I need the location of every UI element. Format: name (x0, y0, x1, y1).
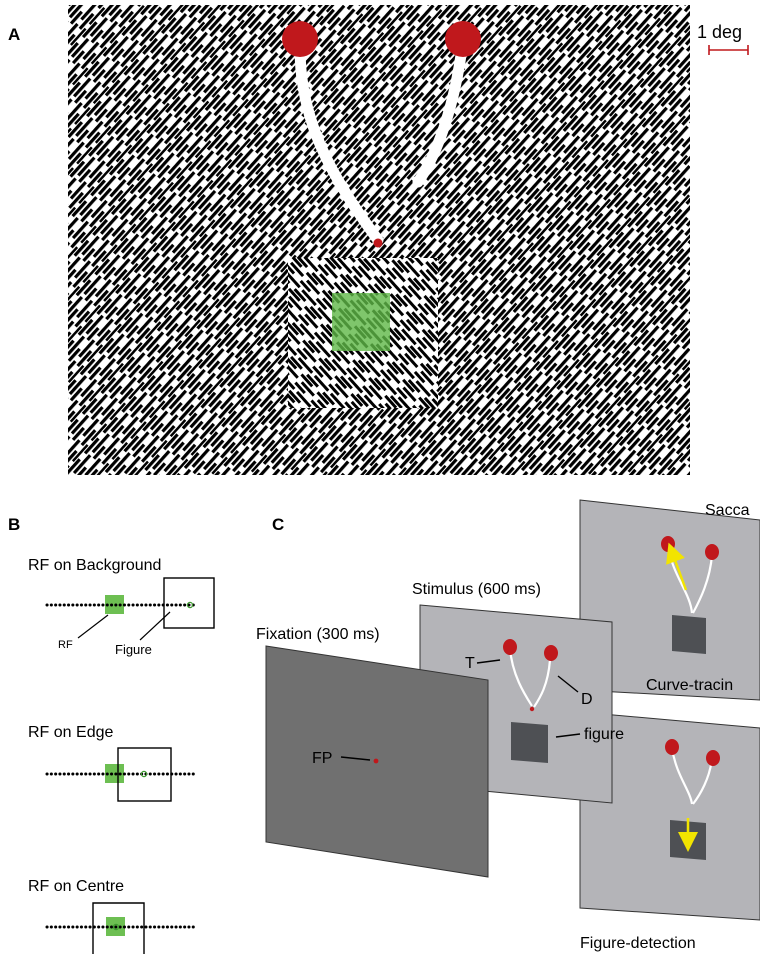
figure-pointer (139, 611, 171, 641)
target-curve (294, 42, 384, 246)
panel-a-label: A (8, 25, 20, 44)
stim-figure-square (511, 722, 548, 763)
saccade-distractor (705, 544, 719, 560)
scale-bar (708, 45, 749, 55)
stim-figure-pointer (555, 733, 581, 738)
fp-label: FP (312, 750, 332, 767)
stim-curve-distractor (533, 659, 552, 708)
scale-bar-label: 1 deg (697, 22, 742, 42)
fd-target (665, 739, 679, 755)
stim-distractor-label: D (581, 691, 593, 708)
target-circle (282, 21, 318, 57)
fix-marker-centre (112, 923, 120, 931)
task-curve-tracing: Curve-tracin (646, 677, 733, 694)
fixation-point-a (373, 238, 383, 248)
saccade-curve-distractor (692, 554, 714, 614)
fp-pointer (340, 756, 371, 761)
stim-distractor (544, 645, 558, 661)
distractor-curve (412, 42, 468, 188)
task-figure-detection: Figure-detection (580, 935, 696, 952)
stim-target (503, 639, 517, 655)
fix-marker-edge (140, 770, 148, 778)
screen-stimulus-title: Stimulus (600 ms) (412, 581, 541, 598)
rf-pointer (77, 614, 109, 639)
screen-saccade-title: Sacca (705, 502, 750, 519)
figure-label: Figure (115, 642, 152, 657)
saccade-target (661, 536, 675, 552)
panel-c: C Sacca Curve-tracin Figure-detection St… (256, 499, 760, 952)
figure-outline-centre (92, 902, 145, 954)
distractor-circle (445, 21, 481, 57)
fd-distractor (706, 750, 720, 766)
figure-outline-edge (117, 747, 172, 802)
figure-outline-background (163, 577, 215, 629)
stim-figure-label: figure (584, 726, 624, 743)
panel-b: B RF on Background RF Figure RF on Edge … (8, 515, 215, 954)
panel-c-label: C (272, 515, 284, 534)
stim-distractor-pointer (557, 675, 579, 693)
rf-square-a (332, 293, 390, 351)
saccade-arrow (666, 542, 688, 591)
condition-title-centre: RF on Centre (28, 878, 124, 895)
stim-target-label: T (465, 655, 475, 672)
stim-target-pointer (476, 659, 501, 664)
condition-title-background: RF on Background (28, 557, 161, 574)
panel-b-label: B (8, 515, 20, 534)
panel-a: A 1 deg (8, 5, 749, 475)
saccade-figure-square (672, 615, 706, 654)
fix-marker-background (186, 601, 194, 609)
stim-fixation-point (529, 706, 535, 712)
fixation-point-c (373, 758, 379, 764)
screen-fixation-title: Fixation (300 ms) (256, 626, 380, 643)
rf-label: RF (58, 639, 73, 651)
condition-title-edge: RF on Edge (28, 724, 113, 741)
